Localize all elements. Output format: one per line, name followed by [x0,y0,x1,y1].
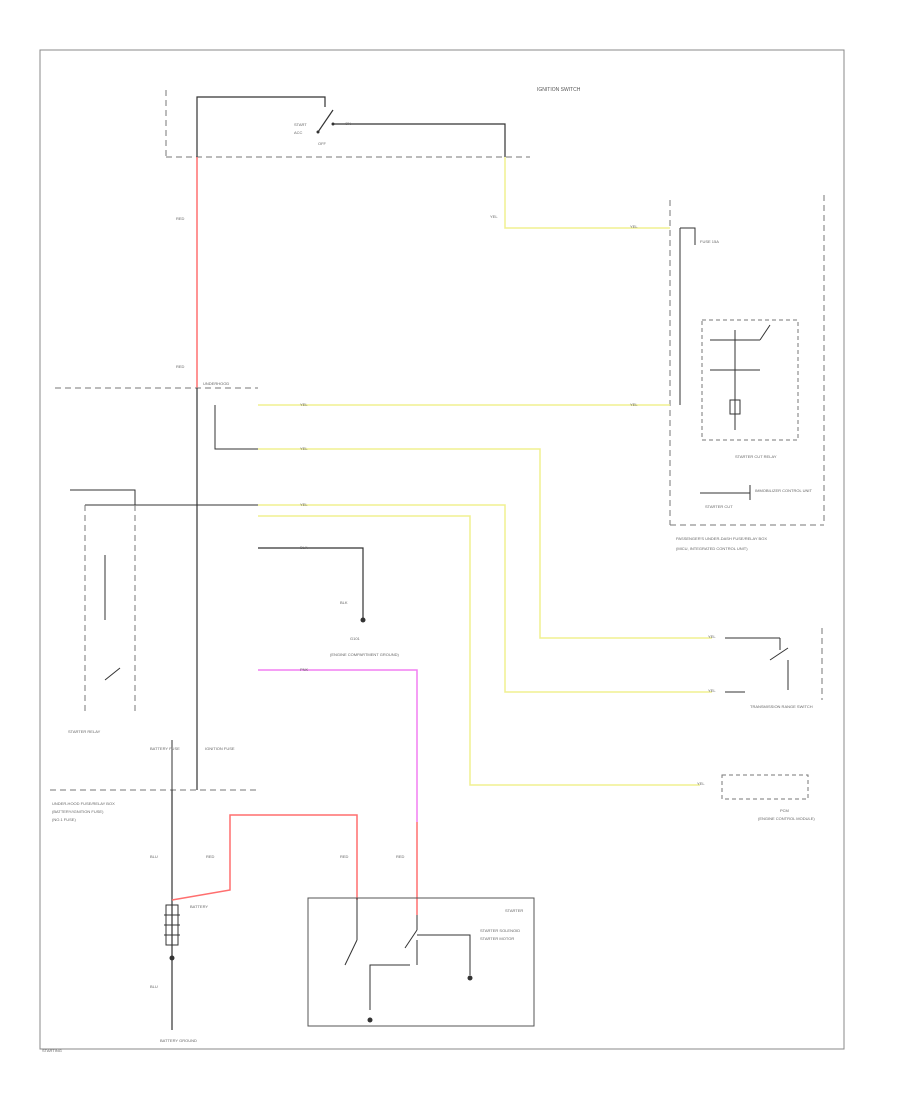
battery: BATTERY BLU BLU BATTERY GROUND [150,790,208,1043]
on-label: ON [345,121,351,126]
yel-label-5: YEL [300,502,308,507]
transmission-range-switch: TRANSMISSION RANGE SWITCH [725,628,823,709]
yel-label-fuse: YEL [630,224,638,229]
diagram-border [39,49,845,1050]
yellow-wire-top: YEL YEL FUSE 15A [490,157,719,244]
yel-label-7: YEL [697,781,705,786]
battery-ground-label: BATTERY GROUND [160,1038,197,1043]
yel-label-top: YEL [490,214,498,219]
red-label-3: RED [396,854,405,859]
starter-motor: STARTER STARTER SOLENOID STARTER MOTOR [307,897,535,1027]
starter-relay: STARTER RELAY [68,489,136,734]
yel-label-3: YEL [300,446,308,451]
immobilizer-label: IMMOBILIZER CONTROL UNIT [755,488,813,493]
blu-label-2: BLU [150,984,158,989]
connector-line: UNDERHOOD [55,381,258,389]
red-label-mid: RED [176,364,185,369]
engine-box-sub2: (NO.1 FUSE) [52,817,76,822]
red-label-top: RED [176,216,185,221]
start-label: START [294,122,307,127]
ground-wire: BLK BLK G101 (ENGINE COMPARTMENT GROUND) [258,545,400,657]
yel-label-6: YEL [708,688,716,693]
pcm-label: PCM [780,808,789,813]
engine-box-title: UNDER-HOOD FUSE/RELAY BOX [52,801,115,806]
off-label: OFF [318,141,327,146]
footer-label: STARTING [42,1048,62,1053]
connector-a-label: UNDERHOOD [203,381,229,386]
transmission-range-label: TRANSMISSION RANGE SWITCH [750,704,813,709]
pnk-label: PNK [300,667,309,672]
red-wire-battery: RED RED RED [171,814,418,915]
starter-box-label: STARTER [505,908,523,913]
under-dash-box-title: PASSENGER'S UNDER-DASH FUSE/RELAY BOX [676,536,767,541]
starter-solenoid-label: STARTER SOLENOID [480,928,520,933]
start-relay-label: STARTER RELAY [68,729,101,734]
yel-label-4: YEL [708,634,716,639]
ground-desc: (ENGINE COMPARTMENT GROUND) [330,652,400,657]
battery-label: BATTERY [190,904,208,909]
starter-cut-label: STARTER CUT [705,504,733,509]
fuse-label: FUSE 15A [700,239,719,244]
pcm-sub-label: (ENGINE CONTROL MODULE) [758,816,815,821]
engine-box-sub: (BATTERY/IGNITION FUSE) [52,809,104,814]
fuse-100-label: BATTERY FUSE [150,746,180,751]
under-dash-box: STARTER CUT RELAY IMMOBILIZER CONTROL UN… [669,195,825,551]
yel-label-2: YEL [630,402,638,407]
blk-label: BLK [300,545,308,550]
red-wire-main: RED RED [176,157,198,388]
pink-wire: PNK [258,667,418,822]
fuse-101-label: IGNITION FUSE [205,746,235,751]
pcm: PCM (ENGINE CONTROL MODULE) [721,774,815,821]
starter-motor-label: STARTER MOTOR [480,936,514,941]
gnd-label: G101 [350,636,361,641]
under-dash-box-sub: (MICU, INTEGRATED CONTROL UNIT) [676,546,748,551]
yellow-wire-3: YEL YEL YEL [85,502,716,786]
blu-label: BLU [150,854,158,859]
red-label-2: RED [340,854,349,859]
yel-label-1: YEL [300,402,308,407]
acc-label: ACC [294,130,303,135]
starter-cut-relay-label: STARTER CUT RELAY [735,454,777,459]
red-label-1: RED [206,854,215,859]
engine-fuse-box: BATTERY FUSE IGNITION FUSE UNDER-HOOD FU… [50,740,258,822]
yellow-wire-1: YEL YEL [258,402,670,407]
ignition-switch-label: IGNITION SWITCH [537,87,581,93]
yellow-wire-2: YEL YEL [214,405,716,639]
ignition-switch: IGNITION SWITCH START ACC OFF ON [165,87,581,158]
blk-label-2: BLK [340,600,348,605]
